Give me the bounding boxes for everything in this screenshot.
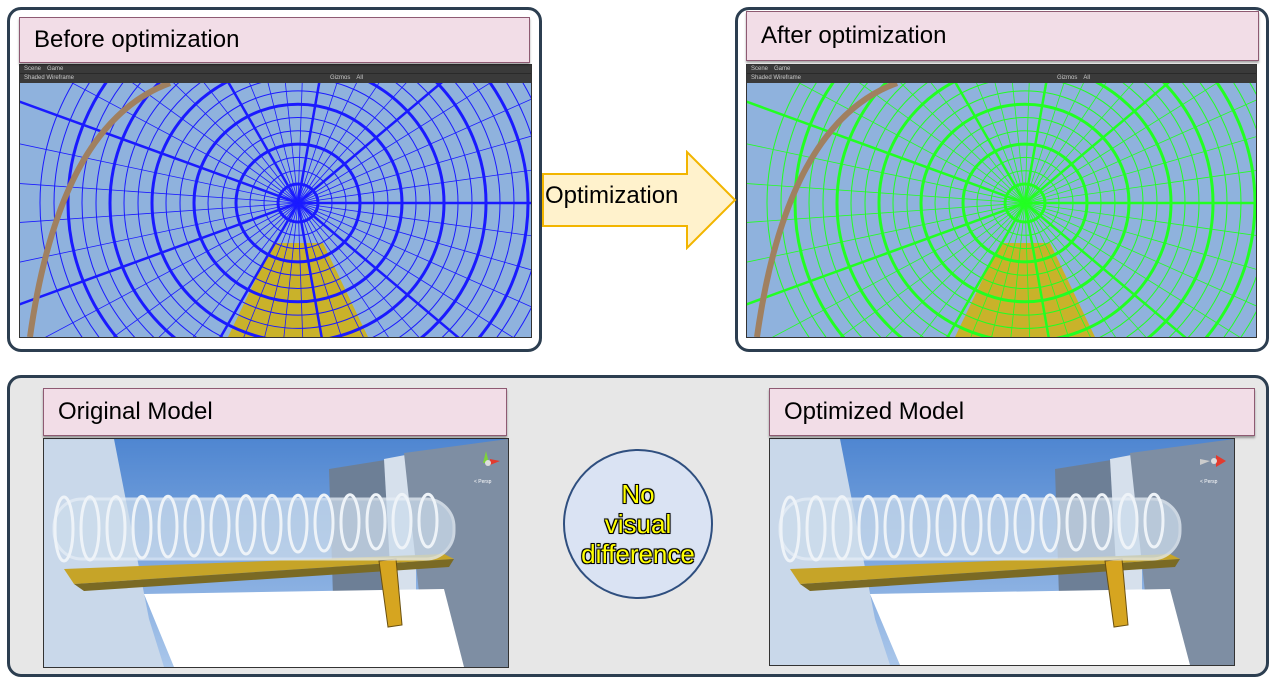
scene-toolbar: Scene Game Shaded Wireframe Gizmos All [20, 65, 531, 83]
optimized-model-screenshot: < Persp [769, 438, 1235, 666]
note-line-1: No [621, 479, 655, 509]
optimization-label: Optimization [545, 182, 679, 209]
after-title: After optimization [746, 11, 1259, 61]
optimized-model-title: Optimized Model [769, 388, 1255, 436]
before-screenshot: Scene Game Shaded Wireframe Gizmos All [19, 64, 532, 338]
scene-tab[interactable]: Scene [24, 66, 42, 72]
orientation-gizmo-icon[interactable] [483, 451, 500, 466]
no-visual-difference-badge: No visual difference [563, 449, 713, 599]
persp-label[interactable]: < Persp [474, 479, 492, 485]
gizmos-dropdown[interactable]: Gizmos [330, 75, 351, 81]
search-field[interactable]: All [1083, 75, 1091, 81]
optimization-arrow [542, 150, 737, 250]
scene-toolbar: Scene Game Shaded Wireframe Gizmos All [747, 65, 1256, 83]
search-field[interactable]: All [356, 75, 364, 81]
bridge-render[interactable]: < Persp [770, 439, 1234, 665]
original-model-screenshot: < Persp [43, 438, 509, 668]
wireframe-viewport[interactable] [20, 83, 531, 337]
gizmos-dropdown[interactable]: Gizmos [1057, 75, 1078, 81]
original-model-title: Original Model [43, 388, 507, 436]
before-title: Before optimization [19, 17, 530, 63]
scene-tab[interactable]: Scene [751, 66, 769, 72]
shading-mode-dropdown[interactable]: Shaded Wireframe [751, 75, 802, 81]
note-line-2: visual [604, 509, 672, 539]
persp-label[interactable]: < Persp [1200, 479, 1218, 485]
wireframe-viewport[interactable] [747, 83, 1256, 337]
bridge-render[interactable]: < Persp [44, 439, 508, 667]
note-line-3: difference [581, 539, 695, 569]
game-tab[interactable]: Game [47, 66, 64, 72]
shading-mode-dropdown[interactable]: Shaded Wireframe [24, 75, 75, 81]
orientation-gizmo-icon[interactable] [1200, 455, 1226, 467]
after-screenshot: Scene Game Shaded Wireframe Gizmos All [746, 64, 1257, 338]
game-tab[interactable]: Game [774, 66, 791, 72]
